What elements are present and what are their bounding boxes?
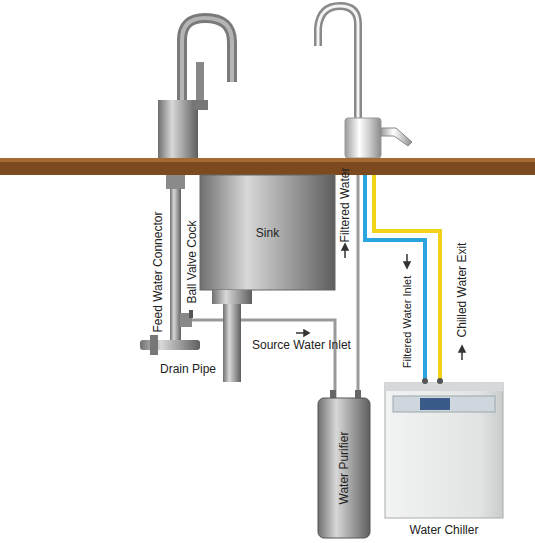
faucet-handle xyxy=(196,62,204,106)
part-label: Ball Valve Cock xyxy=(185,220,199,303)
purifier-housing xyxy=(318,398,370,538)
countertop xyxy=(0,158,535,175)
part-label: Feed Water Connector xyxy=(151,212,165,333)
valve-lever xyxy=(189,310,193,318)
flow-arrow xyxy=(342,244,348,258)
filtered-water-pipe xyxy=(357,175,360,398)
pipe-nut xyxy=(166,175,185,189)
chiller-node: Water Chiller xyxy=(385,383,503,539)
flow-label: Chilled Water Exit xyxy=(455,243,469,338)
faucet-highlight xyxy=(318,6,358,122)
chiller-port xyxy=(422,378,428,384)
flow-label: Source Water Inlet xyxy=(252,338,351,352)
chiller-port xyxy=(437,378,443,384)
feed-water-connector xyxy=(140,340,200,350)
sink-bowl xyxy=(200,175,335,290)
flow-arrow xyxy=(296,330,309,336)
source-water-pipe xyxy=(181,320,335,398)
node-text: Water Purifier xyxy=(337,432,351,505)
drain-pipe xyxy=(223,304,241,382)
sink-node: Sink xyxy=(200,175,335,290)
faucet-spout xyxy=(182,18,232,102)
part-label: Drain Pipe xyxy=(160,362,216,376)
faucet-handle-base xyxy=(194,100,208,110)
chiller-housing xyxy=(385,383,503,518)
flow-label: Filtered Water xyxy=(338,168,352,243)
chiller-badge xyxy=(420,398,450,410)
countertop-edge xyxy=(0,158,535,162)
drain-fitting xyxy=(212,290,252,304)
connector-nut xyxy=(150,335,158,355)
faucet-body xyxy=(345,118,381,158)
chiller-plate xyxy=(393,396,495,412)
flow-label: Filtered Water Inlet xyxy=(400,276,414,369)
faucet-body xyxy=(158,100,198,158)
faucet-handle xyxy=(381,128,412,146)
purifier-node: Water Purifier xyxy=(318,398,370,538)
chiller-top xyxy=(385,383,503,391)
faucet-highlight xyxy=(182,18,232,102)
feed-pipe xyxy=(170,175,181,345)
node-text: Sink xyxy=(256,226,279,240)
faucet-spout xyxy=(318,6,358,122)
flow-arrow xyxy=(459,346,465,360)
node-text: Water Chiller xyxy=(410,523,479,537)
chilled-exit-line xyxy=(374,175,440,383)
flow-arrow xyxy=(404,254,410,268)
